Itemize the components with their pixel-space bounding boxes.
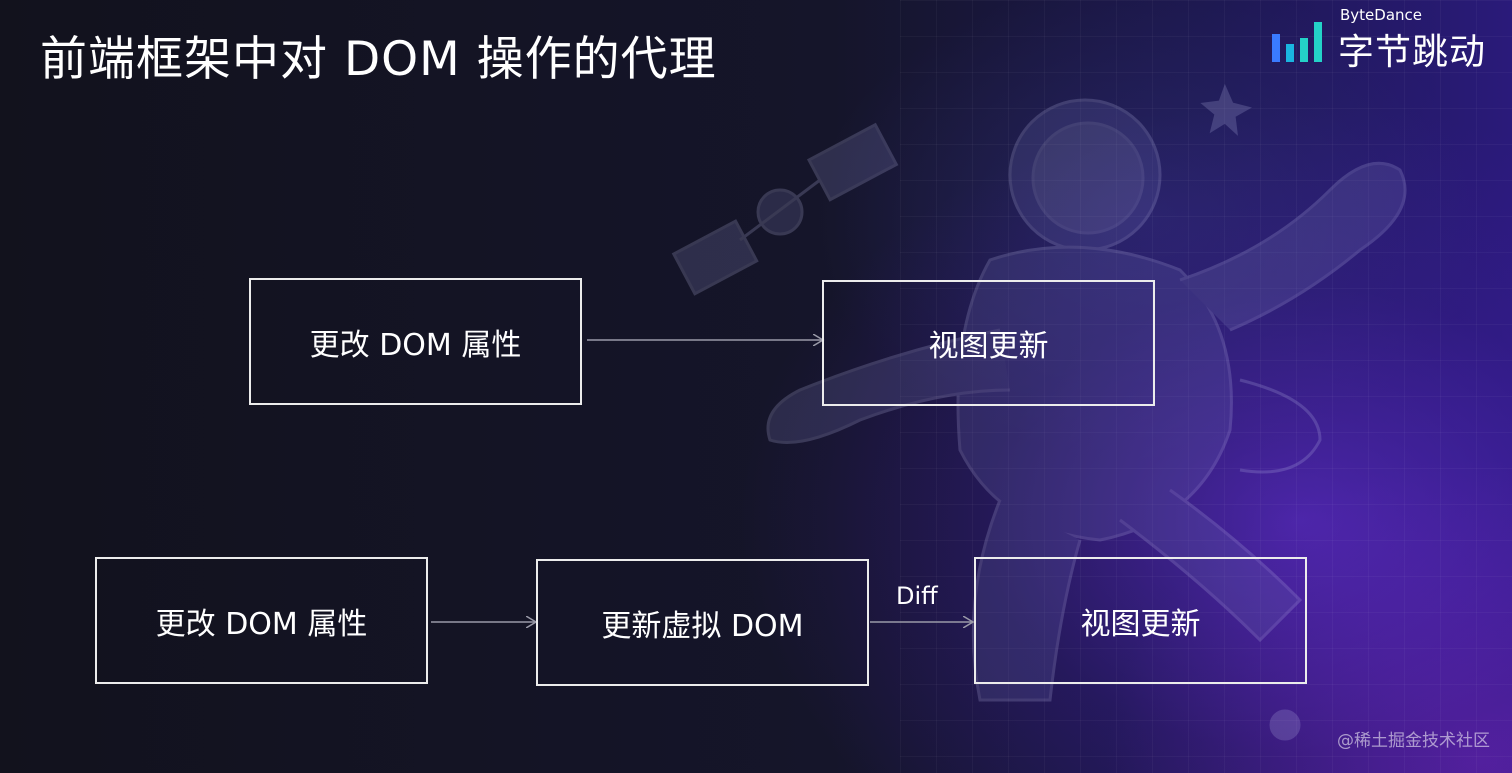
node-view-update-bottom: 视图更新 <box>974 557 1307 684</box>
logo-text-en: ByteDance <box>1340 6 1423 24</box>
node-change-dom-attr-top: 更改 DOM 属性 <box>249 278 582 405</box>
page-title: 前端框架中对 DOM 操作的代理 <box>40 32 717 87</box>
node-change-dom-attr-bottom: 更改 DOM 属性 <box>95 557 428 684</box>
bytedance-logo-icon <box>1272 22 1322 62</box>
bytedance-logo: ByteDance 字节跳动 <box>1268 6 1498 73</box>
node-view-update-top: 视图更新 <box>822 280 1155 406</box>
background-grid <box>900 0 1512 773</box>
watermark: @稀土掘金技术社区 <box>1337 731 1490 751</box>
logo-text-zh: 字节跳动 <box>1338 32 1487 73</box>
node-update-virtual-dom: 更新虚拟 DOM <box>536 559 869 686</box>
edge-label-diff: Diff <box>896 582 938 610</box>
